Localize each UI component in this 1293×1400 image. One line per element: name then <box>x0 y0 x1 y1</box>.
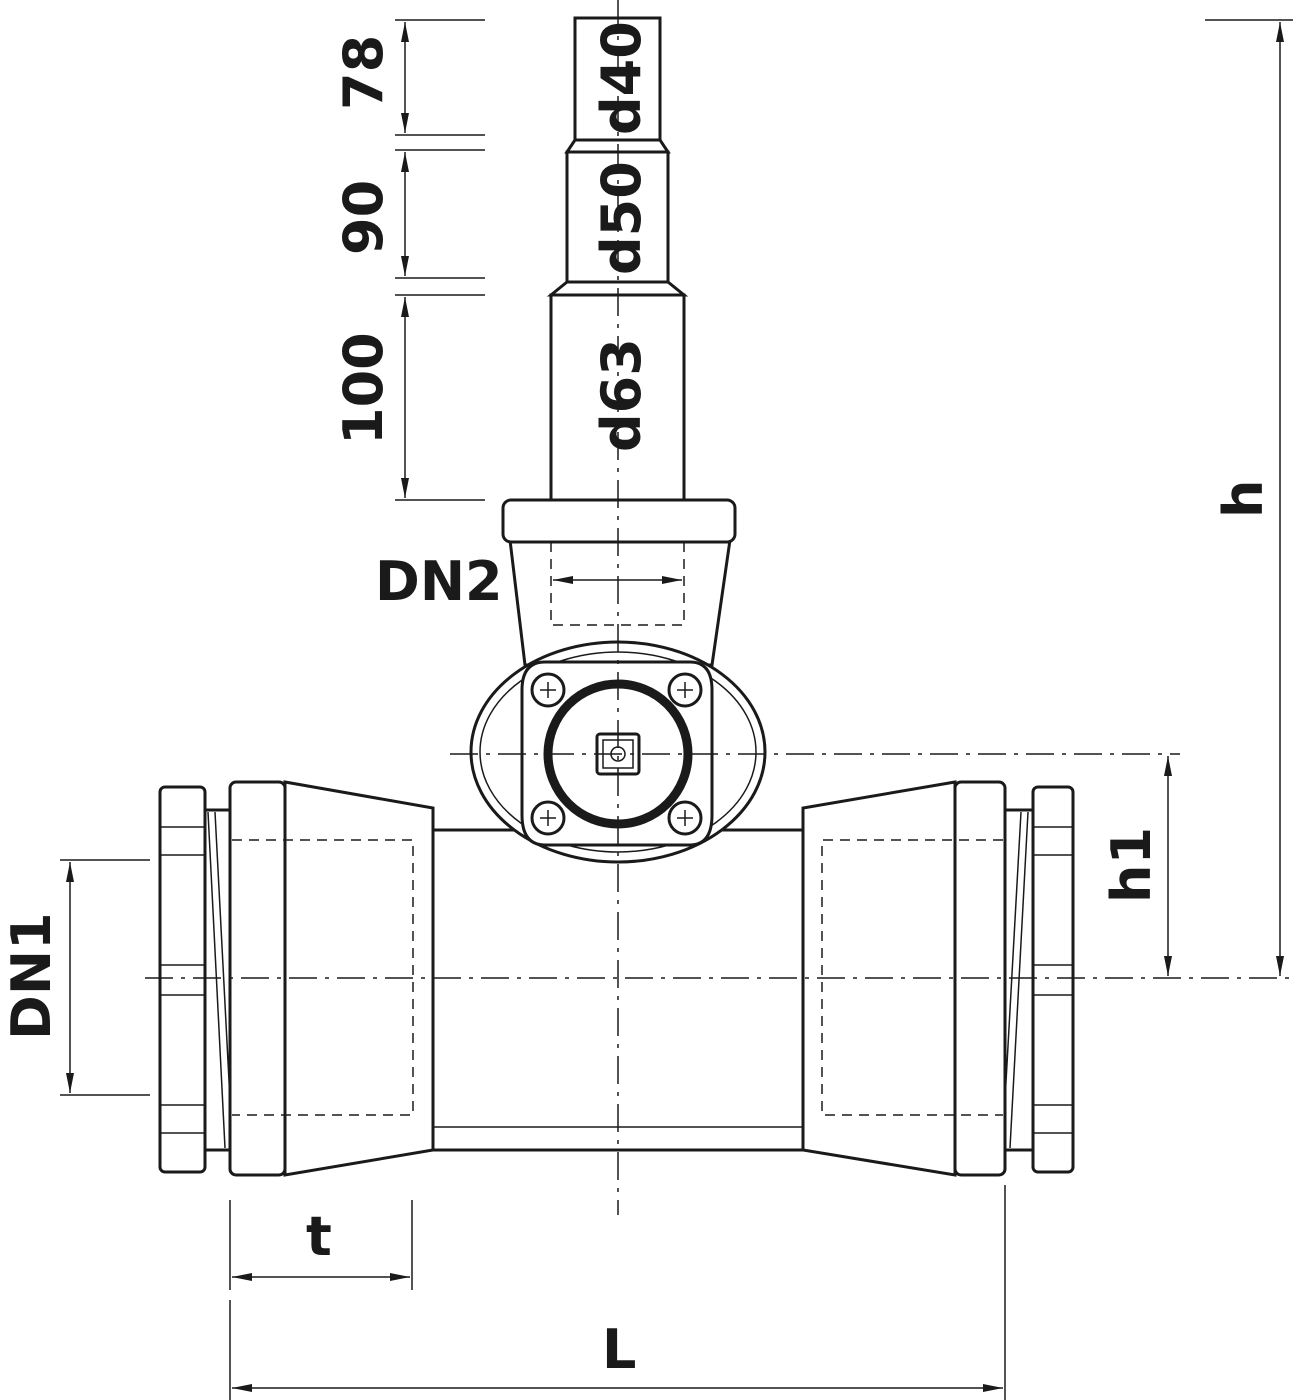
label-78: 78 <box>332 35 395 110</box>
label-d50: d50 <box>590 161 653 275</box>
label-t: t <box>306 1205 332 1268</box>
bolt-icon <box>530 800 566 836</box>
label-d63: d63 <box>590 338 653 452</box>
label-L: L <box>602 1318 636 1381</box>
dimensions <box>60 19 1293 1400</box>
bolt-icon <box>530 672 566 708</box>
label-h: h <box>1212 480 1275 518</box>
label-d40: d40 <box>590 21 653 135</box>
label-dn2: DN2 <box>375 550 503 613</box>
bolt-icon <box>667 672 703 708</box>
label-100: 100 <box>332 332 395 445</box>
center-lines <box>145 0 1290 1215</box>
label-90: 90 <box>332 180 395 255</box>
bolt-icon <box>667 800 703 836</box>
label-dn1: DN1 <box>0 912 63 1040</box>
label-h1: h1 <box>1100 827 1163 903</box>
